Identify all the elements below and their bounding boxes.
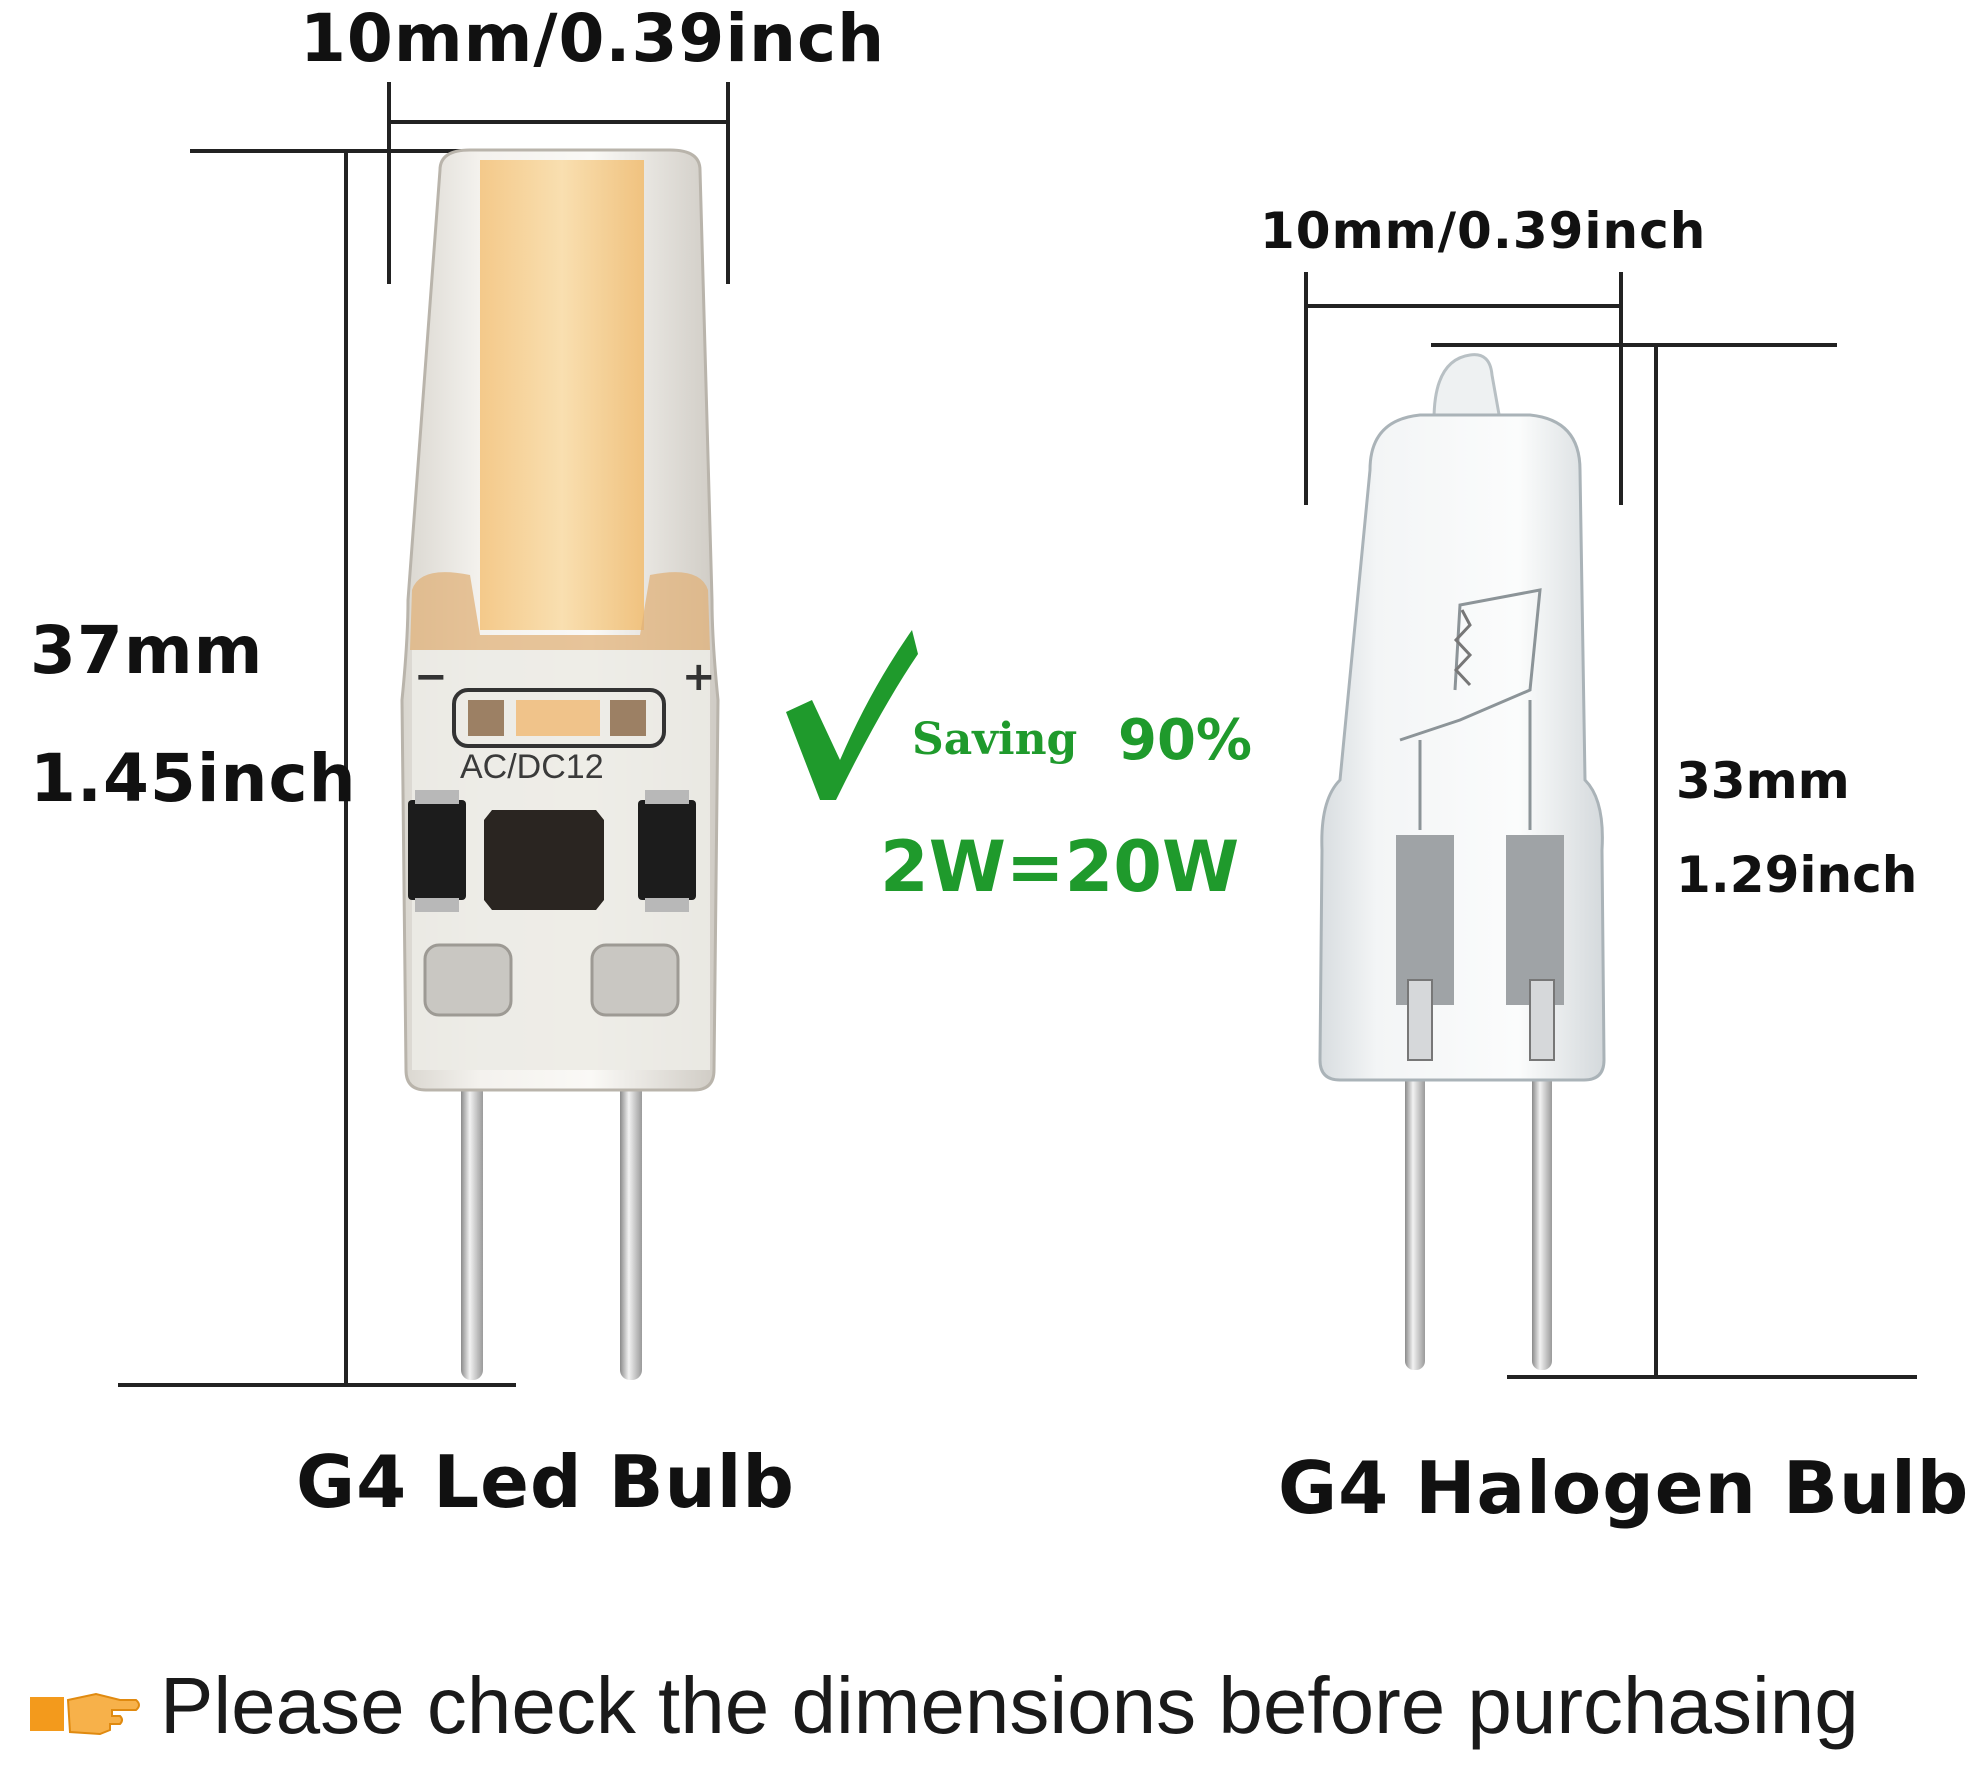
led-voltage-marking: AC/DC12 <box>460 748 604 786</box>
halogen-height-mm-label: 33mm <box>1676 752 1850 810</box>
led-polarity-plus: + <box>682 654 716 700</box>
saving-label: Saving <box>912 714 1078 765</box>
halogen-bulb-illustration <box>1318 353 1606 1370</box>
halogen-width-label: 10mm/0.39inch <box>1260 202 1707 260</box>
saving-percent: 90% <box>1118 708 1253 773</box>
led-dimension-lines <box>118 82 730 1387</box>
dimension-notice: Please check the dimensions before purch… <box>160 1661 1859 1750</box>
led-bulb-title: G4 Led Bulb <box>296 1440 795 1524</box>
led-bulb-illustration <box>400 148 720 1380</box>
led-polarity-minus: − <box>414 654 448 700</box>
halogen-height-inch-label: 1.29inch <box>1676 846 1918 904</box>
power-equivalence: 2W=20W <box>880 826 1240 908</box>
led-height-inch-label: 1.45inch <box>30 740 357 817</box>
led-height-mm-label: 37mm <box>30 612 264 689</box>
halogen-bulb-title: G4 Halogen Bulb <box>1278 1446 1969 1530</box>
halogen-dimension-lines <box>1304 272 1917 1379</box>
led-width-label: 10mm/0.39inch <box>300 0 886 77</box>
check-mark-icon <box>786 630 918 800</box>
pointing-hand-icon <box>30 1692 140 1736</box>
